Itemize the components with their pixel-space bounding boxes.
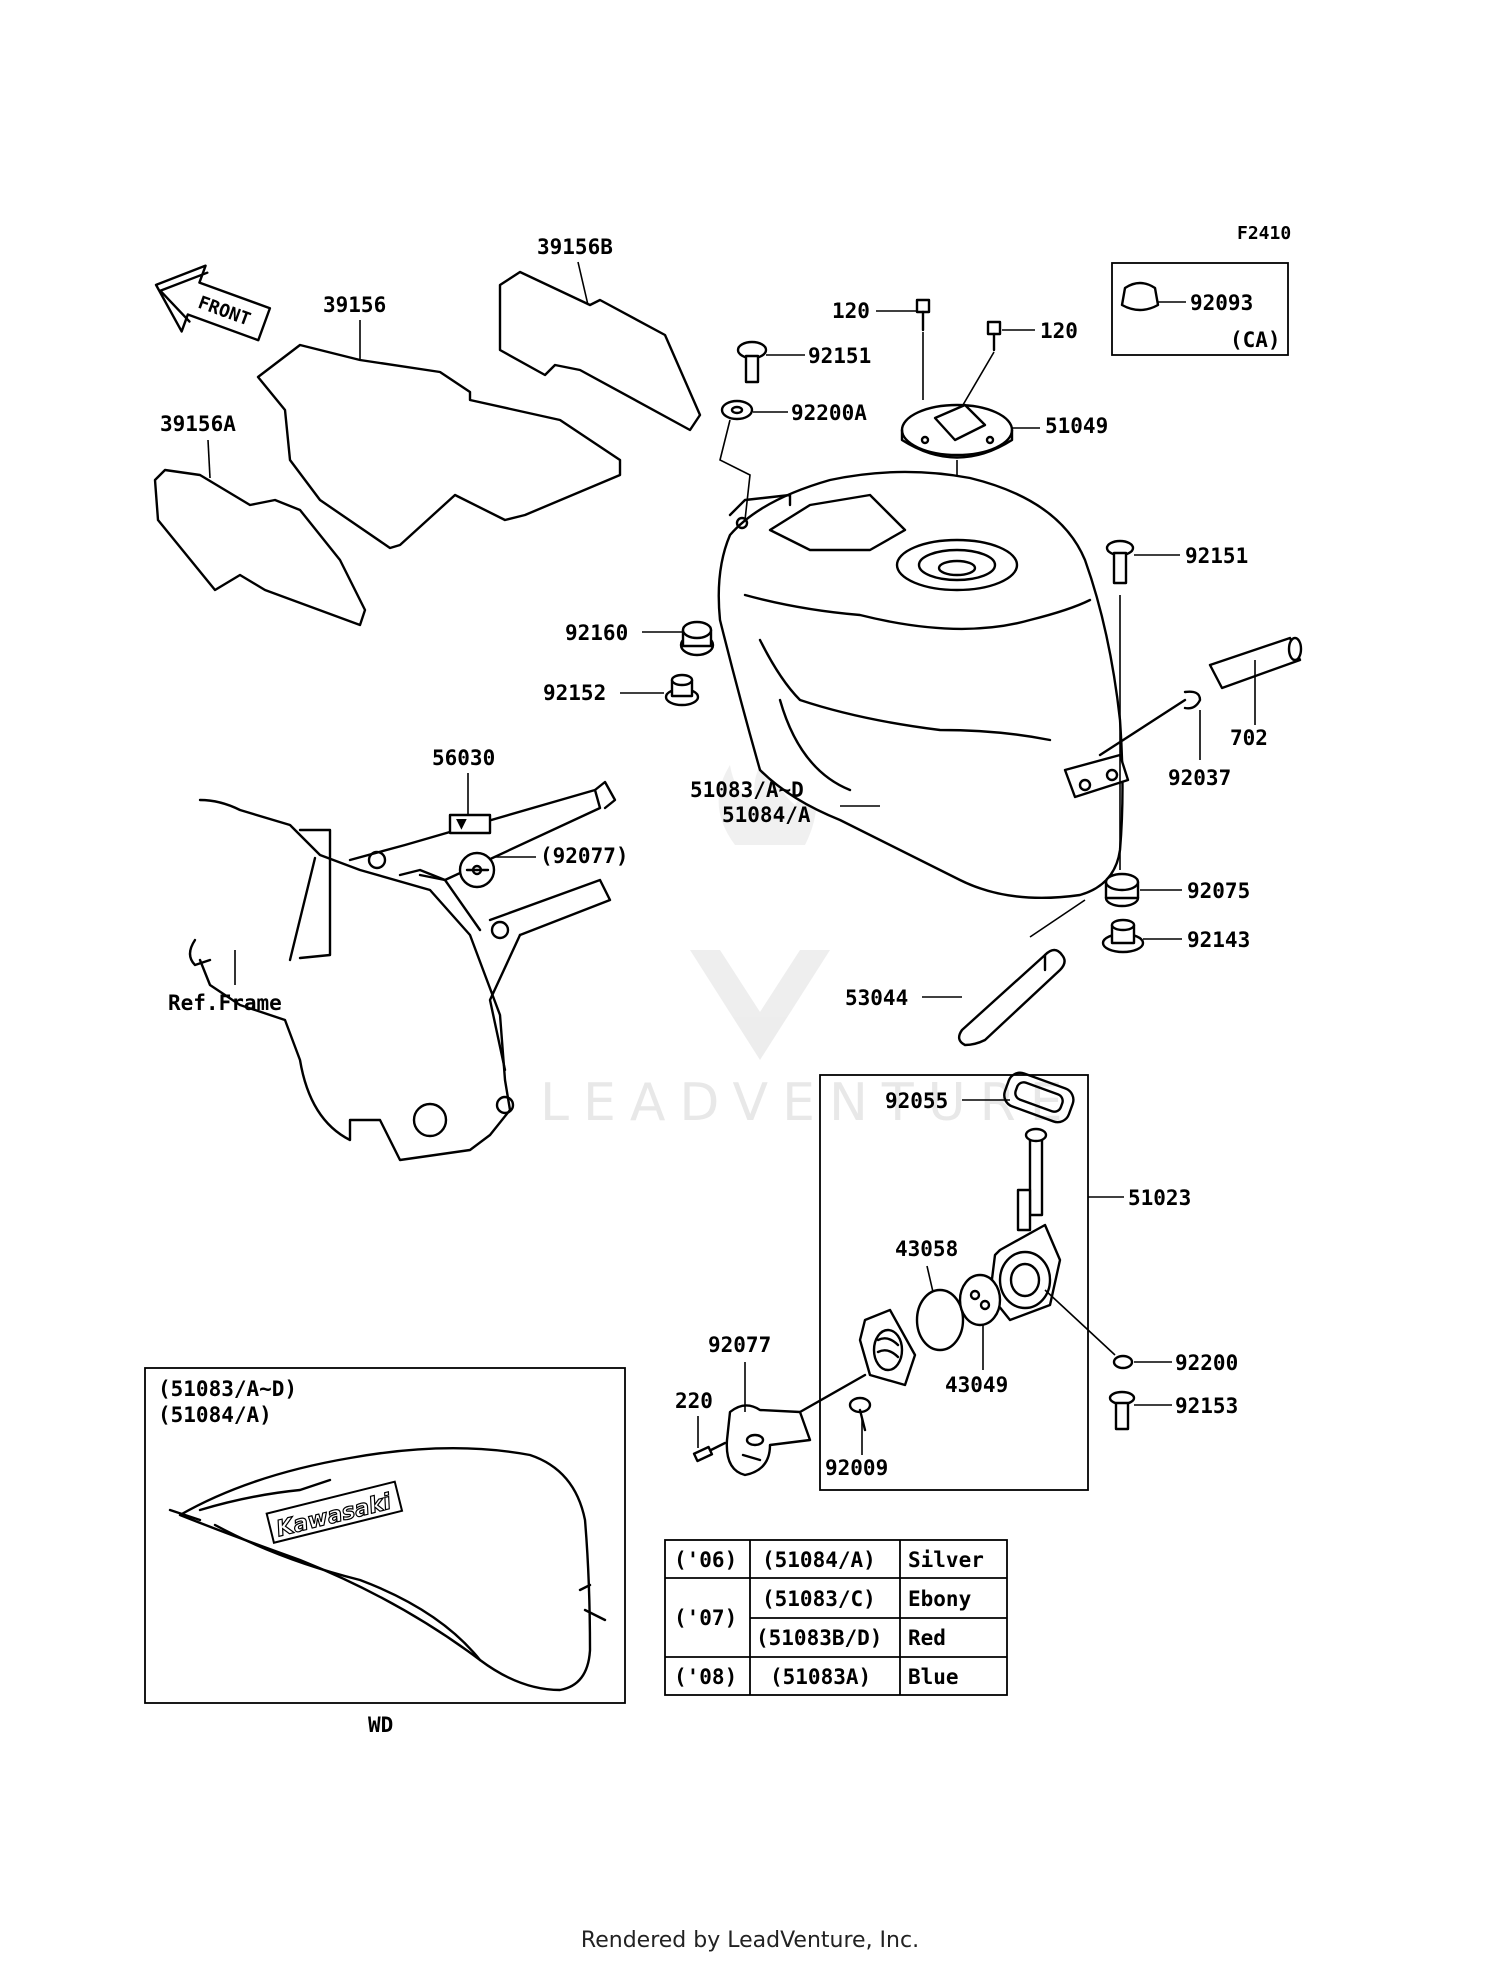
callout-92152: 92152 [543, 681, 606, 705]
table-year-06: ('06) [674, 1548, 737, 1572]
label-56030: ▼ 56030 [432, 746, 495, 835]
callout-51083: 51083/A~D [690, 778, 804, 802]
fuel-tank-body [717, 470, 1130, 900]
frame-reference: Ref.Frame [168, 780, 617, 1162]
knob-92077-ref: (92077) [458, 844, 629, 889]
callout-92055: 92055 [885, 1089, 948, 1113]
callout-92009: 92009 [825, 1456, 888, 1480]
inset-caption-wd: WD [368, 1713, 393, 1737]
callout-53044: 53044 [845, 986, 908, 1010]
washer-92200: 92200 [1044, 1289, 1238, 1375]
ref-frame-label: Ref.Frame [168, 991, 282, 1015]
table-part-51084A: (51084/A) [762, 1548, 876, 1572]
collar-92143: 92143 [1101, 918, 1250, 954]
table-color-red: Red [908, 1626, 946, 1650]
rubber-53044: 53044 [845, 899, 1086, 1047]
callout-92037: 92037 [1168, 766, 1231, 790]
table-color-blue: Blue [908, 1665, 959, 1689]
bolt-120-left: 120 [832, 298, 931, 400]
callout-39156A: 39156A [160, 412, 236, 436]
lever-plate [798, 1308, 917, 1414]
table-year-08: ('08) [674, 1665, 737, 1689]
callout-92093: 92093 [1190, 291, 1253, 315]
callout-92153: 92153 [1175, 1394, 1238, 1418]
gasket-92055: 92055 [885, 1071, 1075, 1124]
footer-credit: Rendered by LeadVenture, Inc. [581, 1928, 919, 1953]
callout-43049: 43049 [945, 1373, 1008, 1397]
screw-92009: 92009 [825, 1396, 888, 1480]
inset-line-2: (51084/A) [158, 1403, 272, 1427]
callout-702: 702 [1230, 726, 1268, 750]
callout-92075: 92075 [1187, 879, 1250, 903]
inset-line-1: (51083/A~D) [158, 1377, 297, 1401]
callout-39156: 39156 [323, 293, 386, 317]
callout-92077: 92077 [708, 1333, 771, 1357]
callout-92151-upper: 92151 [808, 344, 871, 368]
bolt-92151-lower: 92151 [1105, 539, 1248, 870]
callout-51084: 51084/A [722, 803, 811, 827]
grommet-92160: 92160 [565, 620, 715, 657]
callout-120-right: 120 [1040, 319, 1078, 343]
damper-92075: 92075 [1104, 872, 1250, 908]
fuel-cock-assembly-box [819, 1074, 1089, 1491]
fuel-cock-51023: 51023 [988, 1127, 1191, 1322]
knob-92077: 92077 [708, 1333, 812, 1477]
callout-220: 220 [675, 1389, 713, 1413]
screw-220: 220 [675, 1389, 727, 1463]
leadventure-watermark: LEADVENTURE [540, 745, 1077, 1133]
callout-92200A: 92200A [791, 401, 867, 425]
inset-wd-tank: (51083/A~D) (51084/A) Kawasaki WD [144, 1367, 626, 1737]
callout-ca: (CA) [1230, 328, 1281, 352]
callout-39156B: 39156B [537, 235, 613, 259]
callout-51049: 51049 [1045, 414, 1108, 438]
callout-92151-lower: 92151 [1185, 544, 1248, 568]
callout-43058: 43058 [895, 1237, 958, 1261]
table-part-51083A: (51083A) [770, 1665, 871, 1689]
collar-92152: 92152 [543, 673, 700, 707]
pad-39156B: 39156B [498, 235, 702, 432]
table-color-silver: Silver [908, 1548, 984, 1572]
front-direction-arrow: FRONT [154, 264, 272, 342]
callout-56030: 56030 [432, 746, 495, 770]
table-part-51083BD: (51083B/D) [756, 1626, 882, 1650]
color-variant-table: ('06) (51084/A) Silver ('07) (51083/C) E… [664, 1539, 1008, 1696]
callout-92160: 92160 [565, 621, 628, 645]
callout-51023: 51023 [1128, 1186, 1191, 1210]
gasket-43049: 43049 [945, 1273, 1008, 1397]
table-color-ebony: Ebony [908, 1587, 972, 1611]
table-part-51083C: (51083/C) [762, 1587, 876, 1611]
pad-39156A: 39156A [153, 412, 367, 627]
callout-92200: 92200 [1175, 1351, 1238, 1375]
washer-92200A: 92200A [719, 399, 867, 521]
bolt-92151-upper: 92151 [736, 340, 871, 384]
callout-120-left: 120 [832, 299, 870, 323]
callout-92143: 92143 [1187, 928, 1250, 952]
watermark-text: LEADVENTURE [540, 1073, 1077, 1133]
filler-cap-51049: 51049 [900, 403, 1108, 545]
inset-92093-ca: 92093 (CA) [1111, 262, 1289, 356]
svg-text:▼: ▼ [456, 813, 467, 834]
bolt-92153: 92153 [1108, 1390, 1238, 1431]
table-year-07: ('07) [674, 1606, 737, 1630]
hose-702: 702 [1208, 636, 1303, 750]
callout-92077-ref: (92077) [540, 844, 629, 868]
o-ring-43058: 43058 [895, 1237, 965, 1352]
pad-39156: 39156 [256, 293, 622, 550]
bolt-120-right: 120 [959, 319, 1078, 411]
clamp-92037: 92037 [1098, 690, 1231, 790]
figure-code: F2410 [1237, 223, 1291, 244]
